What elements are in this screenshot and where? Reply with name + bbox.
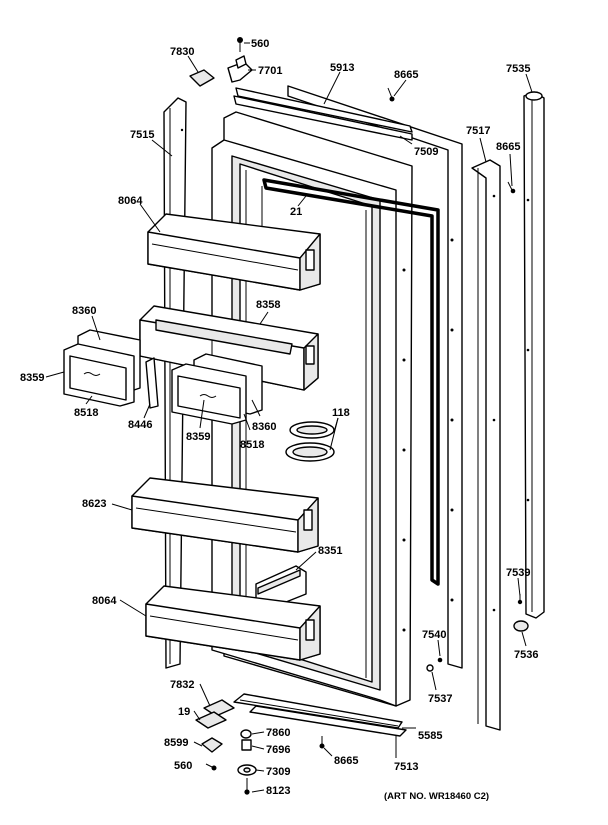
label-21: 21	[290, 206, 302, 218]
bottom-trim	[249, 705, 407, 737]
label-7830: 7830	[170, 46, 194, 58]
label-8665-top: 8665	[394, 69, 418, 81]
label-7539: 7539	[506, 567, 530, 579]
label-7696: 7696	[266, 744, 290, 756]
label-7513: 7513	[394, 761, 418, 773]
label-8599: 8599	[164, 737, 188, 749]
dairy-door-right	[171, 353, 263, 425]
top-cap	[233, 87, 413, 141]
label-8064-top: 8064	[118, 195, 143, 207]
door-handle	[523, 91, 545, 619]
dairy-door-left	[63, 329, 141, 407]
label-7860: 7860	[266, 727, 290, 739]
shelf-bottom	[145, 585, 321, 661]
screw-top	[387, 87, 395, 102]
label-8665-right: 8665	[496, 141, 520, 153]
label-8665-bottom: 8665	[334, 755, 358, 767]
dairy-hinge	[145, 357, 159, 409]
label-8360-right: 8360	[252, 421, 276, 433]
label-8446: 8446	[128, 419, 152, 431]
handle-end-cap	[513, 620, 529, 632]
label-19: 19	[178, 706, 190, 718]
label-8518-left: 8518	[74, 407, 98, 419]
screw-bottom	[319, 736, 325, 749]
label-7832: 7832	[170, 679, 194, 691]
right-trim	[471, 159, 501, 731]
door-gasket	[261, 178, 440, 586]
label-560-bottom: 560	[174, 760, 192, 772]
label-7536: 7536	[514, 649, 538, 661]
shelf-middle	[131, 477, 319, 553]
label-7309: 7309	[266, 766, 290, 778]
shelf-top	[147, 213, 321, 291]
hinge-bracket	[227, 37, 253, 83]
cam	[189, 69, 215, 87]
label-8064-bottom: 8064	[92, 595, 117, 607]
label-8360-left: 8360	[72, 305, 96, 317]
label-5913: 5913	[330, 62, 354, 74]
label-7537: 7537	[428, 693, 452, 705]
label-560-top: 560	[251, 38, 269, 50]
gasket-rings	[285, 421, 335, 462]
art-number: (ART NO. WR18460 C2)	[384, 791, 489, 802]
label-7515: 7515	[130, 129, 154, 141]
screw-handle	[507, 181, 516, 194]
label-8623: 8623	[82, 498, 106, 510]
label-7540: 7540	[422, 629, 446, 641]
label-7509: 7509	[414, 146, 438, 158]
part-labels: 7830 560 7701 5913 8665 7535 7515 7509 7…	[20, 38, 538, 802]
label-118: 118	[332, 407, 350, 419]
label-8358: 8358	[256, 299, 280, 311]
label-8351: 8351	[318, 545, 342, 557]
label-7517: 7517	[466, 125, 490, 137]
label-7701: 7701	[258, 65, 282, 77]
label-8359-right: 8359	[186, 431, 210, 443]
label-5585: 5585	[418, 730, 442, 742]
dairy-bin	[139, 305, 319, 391]
label-8359-left: 8359	[20, 372, 44, 384]
label-7535: 7535	[506, 63, 530, 75]
screw-7540	[426, 657, 443, 672]
outer-door-panel	[287, 85, 463, 669]
label-8123: 8123	[266, 785, 290, 797]
label-8518-right: 8518	[240, 439, 264, 451]
bottom-hinge-parts	[195, 699, 257, 795]
leader-lines	[45, 42, 533, 793]
